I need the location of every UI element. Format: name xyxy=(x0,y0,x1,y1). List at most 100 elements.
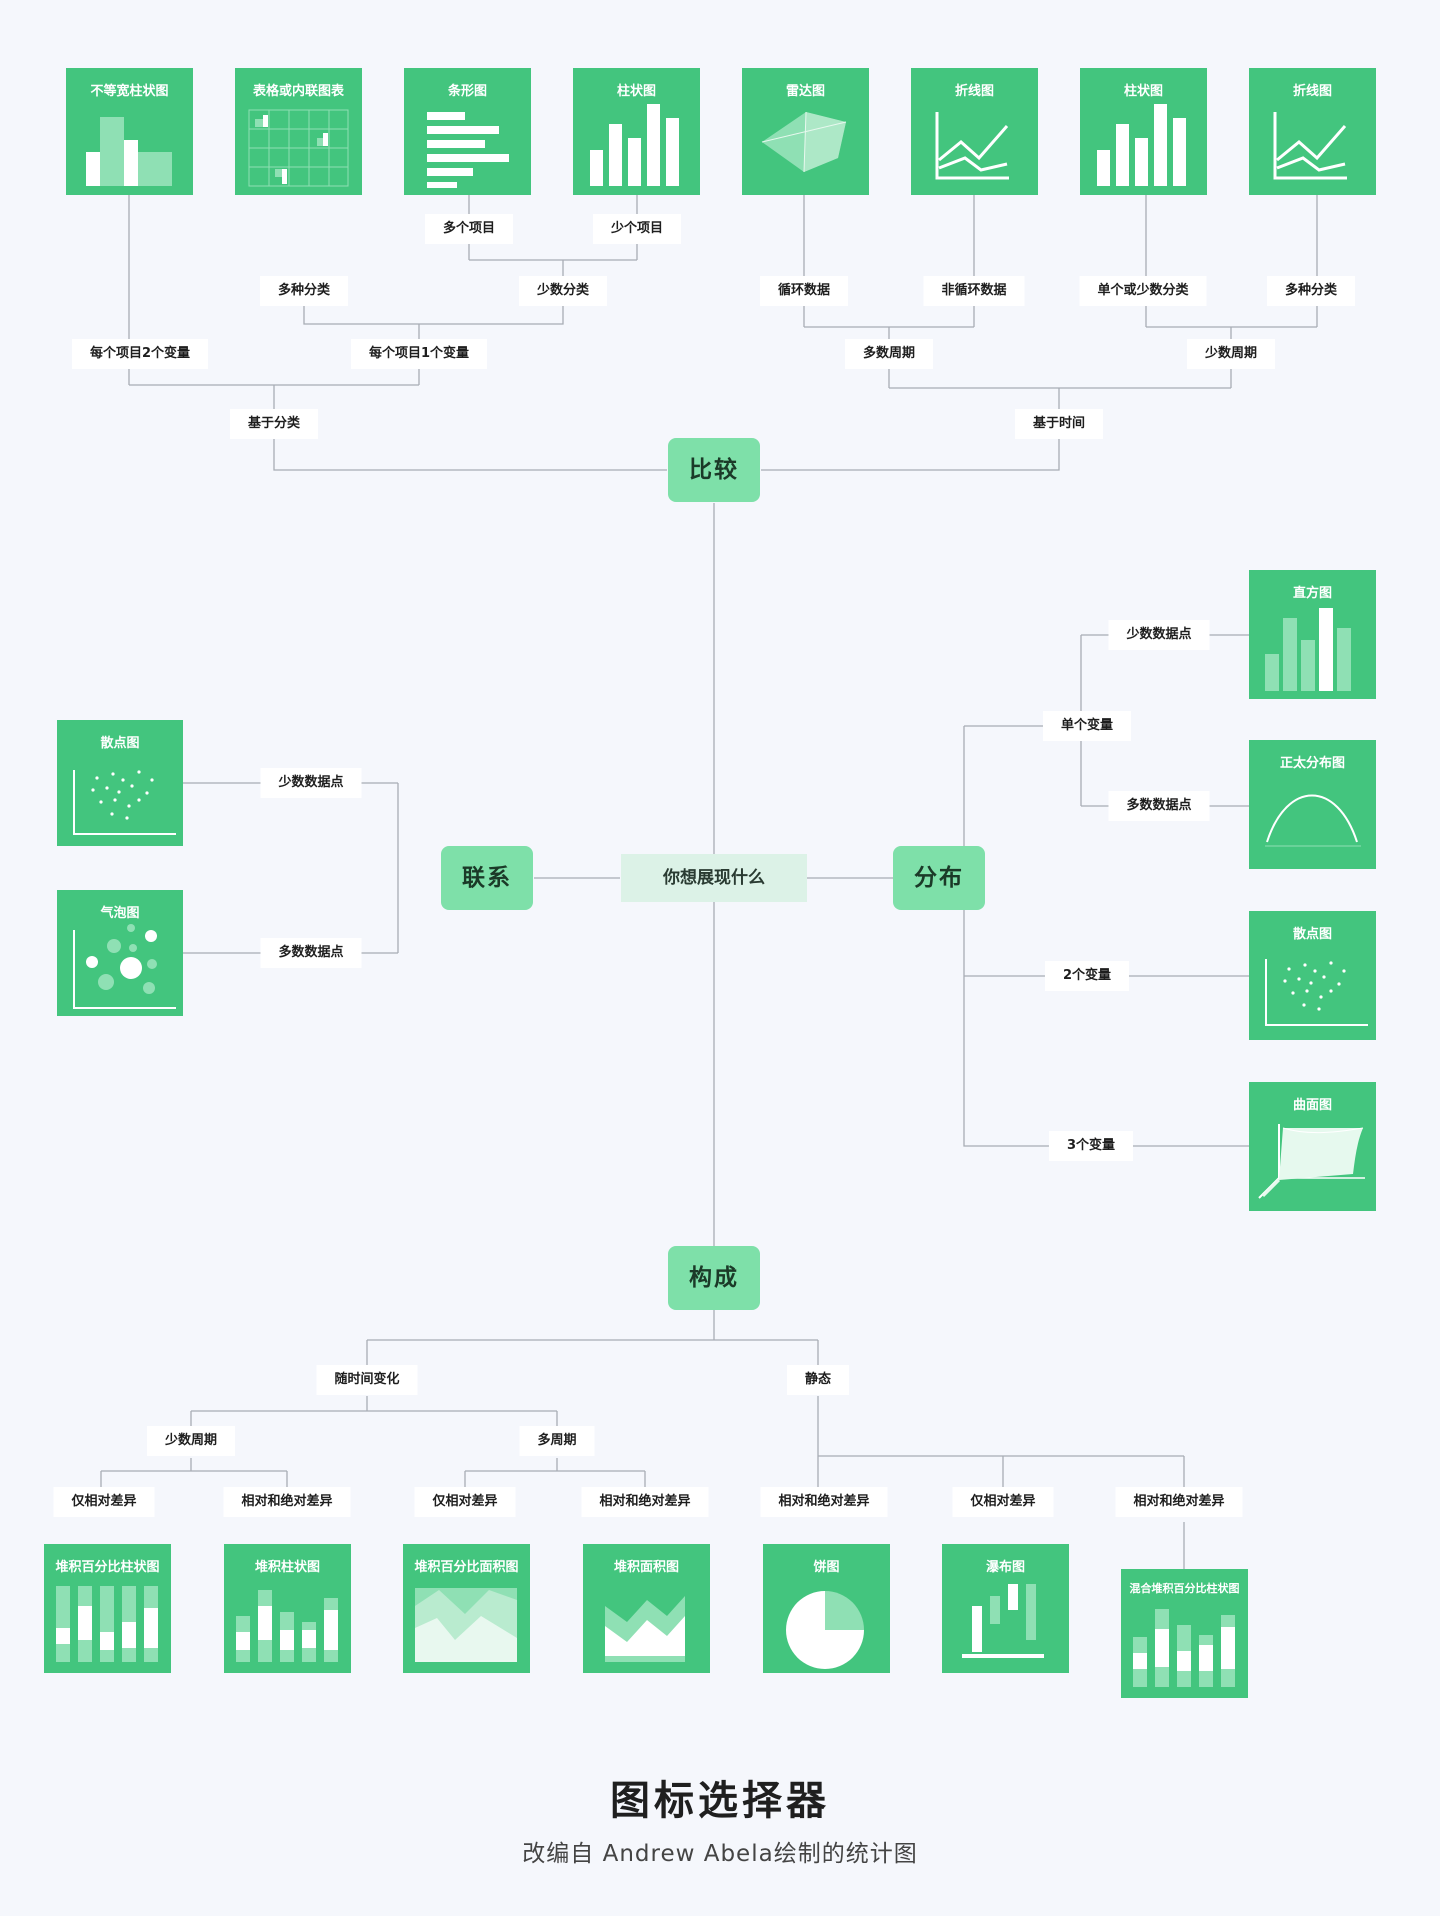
line-chart-icon xyxy=(935,112,1009,180)
label-over-time: 随时间变化 xyxy=(316,1365,418,1395)
scatter-plot-icon xyxy=(1265,959,1368,1026)
label-relative-absolute-1: 相对和绝对差异 xyxy=(223,1487,351,1517)
chart-card-variable-width-column[interactable]: 不等宽柱状图 xyxy=(66,68,193,195)
chart-card-title: 堆积百分比面积图 xyxy=(414,1560,519,1575)
label-relation-many-points: 多数数据点 xyxy=(260,938,362,968)
chart-card-title: 条形图 xyxy=(447,84,487,99)
stacked-percent-area-icon xyxy=(415,1588,517,1662)
radar-chart-icon xyxy=(761,111,847,173)
label-relative-absolute-4: 相对和绝对差异 xyxy=(1115,1487,1243,1517)
surface-chart-icon xyxy=(1258,1124,1365,1199)
label-cyclic: 循环数据 xyxy=(759,276,849,306)
chart-card-waterfall[interactable]: 瀑布图 xyxy=(942,1544,1069,1673)
chart-card-title: 饼图 xyxy=(813,1560,840,1575)
label-by-time: 基于时间 xyxy=(1014,409,1104,439)
label-dist-few-points: 少数数据点 xyxy=(1108,620,1210,650)
label-static: 静态 xyxy=(786,1365,850,1395)
chart-card-title: 曲面图 xyxy=(1292,1098,1332,1113)
chart-card-histogram[interactable]: 直方图 xyxy=(1249,570,1376,699)
bubble-chart-icon xyxy=(73,924,176,1009)
chart-card-mixed-stacked-pct[interactable]: 混合堆积百分比柱状图 xyxy=(1121,1569,1248,1698)
hub-composition[interactable]: 构成 xyxy=(668,1246,760,1310)
hub-relation[interactable]: 联系 xyxy=(441,846,533,910)
label-by-category: 基于分类 xyxy=(229,409,319,439)
label-two-variables: 2个变量 xyxy=(1044,961,1130,991)
label-three-variables: 3个变量 xyxy=(1048,1131,1134,1161)
label-relative-absolute-2: 相对和绝对差异 xyxy=(581,1487,709,1517)
chart-card-bar[interactable]: 条形图 xyxy=(404,68,531,195)
label-many-periods: 多数周期 xyxy=(844,339,934,369)
chart-card-title: 堆积面积图 xyxy=(613,1560,679,1575)
stacked-column-icon xyxy=(236,1590,338,1662)
chart-card-pie[interactable]: 饼图 xyxy=(763,1544,890,1673)
chart-card-title: 柱状图 xyxy=(616,84,656,99)
chart-card-column-time[interactable]: 柱状图 xyxy=(1080,68,1207,195)
chart-card-title: 散点图 xyxy=(1292,927,1332,942)
stacked-percent-column-icon xyxy=(56,1586,158,1662)
center-question: 你想展现什么 xyxy=(621,854,807,902)
chart-card-normal-distribution[interactable]: 正太分布图 xyxy=(1249,740,1376,869)
page-subtitle: 改编自 Andrew Abela绘制的统计图 xyxy=(522,1841,918,1867)
chart-card-title: 堆积柱状图 xyxy=(254,1560,320,1575)
bell-curve-icon xyxy=(1265,794,1361,847)
histogram-icon xyxy=(1265,608,1351,691)
label-two-vars-per-item: 每个项目2个变量 xyxy=(71,339,209,369)
chart-card-bubble[interactable]: 气泡图 xyxy=(57,890,183,1016)
stacked-area-icon xyxy=(605,1596,685,1662)
bar-chart-icon xyxy=(427,112,509,188)
chart-card-stacked-column[interactable]: 堆积柱状图 xyxy=(224,1544,351,1673)
chart-card-surface[interactable]: 曲面图 xyxy=(1249,1082,1376,1211)
chart-card-line-time[interactable]: 折线图 xyxy=(1249,68,1376,195)
chart-card-title: 堆积百分比柱状图 xyxy=(55,1560,160,1575)
chart-card-title: 直方图 xyxy=(1292,586,1332,601)
chart-card-stacked-pct-area[interactable]: 堆积百分比面积图 xyxy=(403,1544,530,1673)
label-dist-many-points: 多数数据点 xyxy=(1108,791,1210,821)
chart-card-title: 不等宽柱状图 xyxy=(90,84,169,99)
label-relative-only-1: 仅相对差异 xyxy=(53,1487,155,1517)
column-chart-icon xyxy=(1097,104,1186,186)
hub-distribution[interactable]: 分布 xyxy=(893,846,985,910)
chart-card-title: 雷达图 xyxy=(785,84,825,99)
label-many-categories: 多种分类 xyxy=(259,276,349,306)
label-single-or-few-categories: 单个或少数分类 xyxy=(1079,276,1207,306)
chart-card-title: 正太分布图 xyxy=(1279,756,1345,771)
chart-card-title: 折线图 xyxy=(954,84,994,99)
chart-card-title: 混合堆积百分比柱状图 xyxy=(1129,1582,1240,1595)
chart-card-title: 柱状图 xyxy=(1123,84,1163,99)
chart-card-stacked-pct-column[interactable]: 堆积百分比柱状图 xyxy=(44,1544,171,1673)
label-few-categories: 少数分类 xyxy=(518,276,608,306)
column-chart-icon xyxy=(590,104,679,186)
label-non-cyclic: 非循环数据 xyxy=(923,276,1025,306)
label-comp-few-periods: 少数周期 xyxy=(146,1426,236,1456)
chart-card-title: 瀑布图 xyxy=(985,1560,1025,1575)
chart-card-title: 折线图 xyxy=(1292,84,1332,99)
hub-compare[interactable]: 比较 xyxy=(668,438,760,502)
label-one-var-per-item: 每个项目1个变量 xyxy=(350,339,488,369)
label-single-variable: 单个变量 xyxy=(1042,711,1132,741)
chart-card-title: 气泡图 xyxy=(100,906,140,921)
label-few-periods: 少数周期 xyxy=(1186,339,1276,369)
label-relative-only-3: 仅相对差异 xyxy=(952,1487,1054,1517)
chart-card-column[interactable]: 柱状图 xyxy=(573,68,700,195)
label-relation-few-points: 少数数据点 xyxy=(260,768,362,798)
chart-card-title: 表格或内联图表 xyxy=(252,84,344,99)
chart-card-scatter-distribution[interactable]: 散点图 xyxy=(1249,911,1376,1040)
chart-card-table[interactable]: 表格或内联图表 xyxy=(235,68,362,195)
chart-card-title: 散点图 xyxy=(100,736,140,751)
label-relative-absolute-3: 相对和绝对差异 xyxy=(760,1487,888,1517)
label-relative-only-2: 仅相对差异 xyxy=(414,1487,516,1517)
mixed-stacked-column-icon xyxy=(1133,1609,1235,1687)
label-comp-many-periods: 多周期 xyxy=(519,1426,595,1456)
chart-card-radar[interactable]: 雷达图 xyxy=(742,68,869,195)
page-title: 图标选择器 xyxy=(610,1778,830,1824)
label-many-categories-time: 多种分类 xyxy=(1266,276,1356,306)
pie-chart-icon xyxy=(786,1591,864,1669)
chart-card-stacked-area[interactable]: 堆积面积图 xyxy=(583,1544,710,1673)
label-few-items: 少个项目 xyxy=(592,214,682,244)
chart-card-line[interactable]: 折线图 xyxy=(911,68,1038,195)
chart-card-scatter[interactable]: 散点图 xyxy=(57,720,183,846)
scatter-plot-icon xyxy=(73,770,176,835)
label-many-items: 多个项目 xyxy=(424,214,514,244)
table-icon xyxy=(248,109,349,187)
